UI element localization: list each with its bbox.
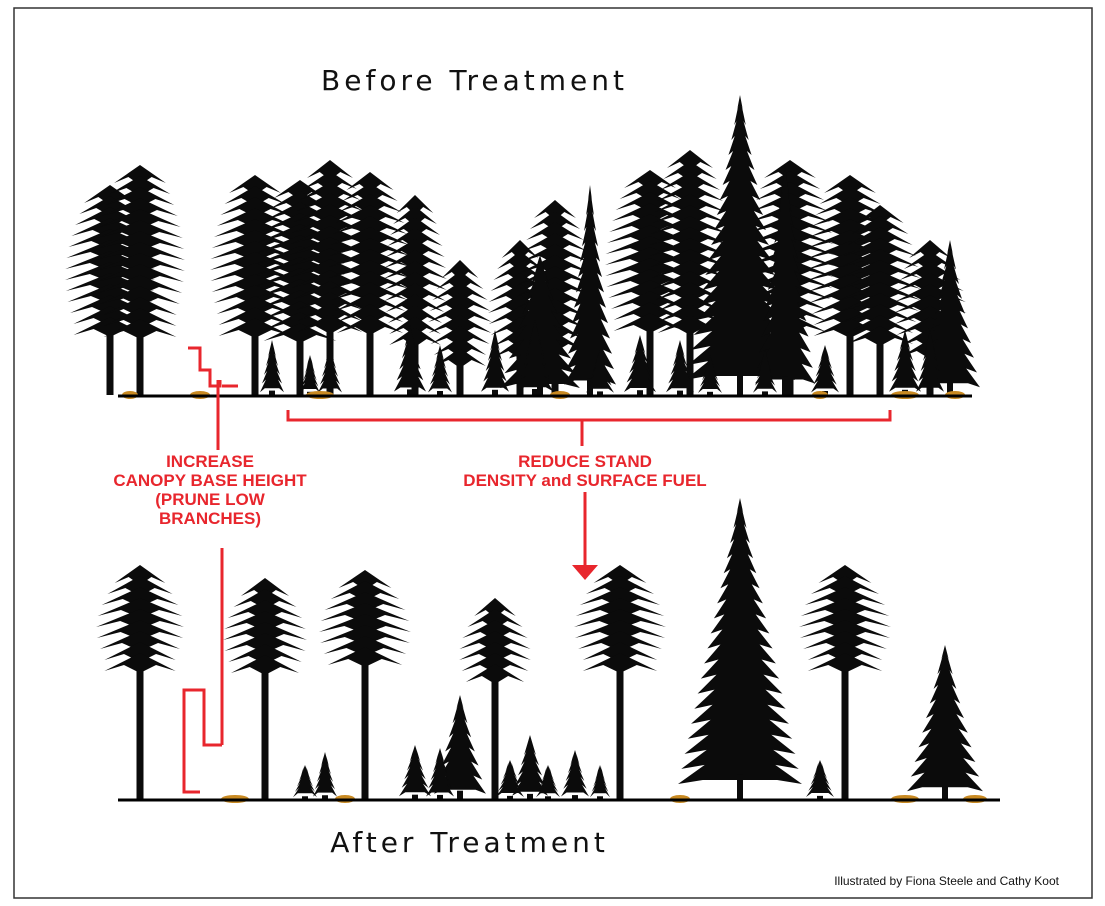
- canopy-label-line-1: INCREASE: [60, 452, 360, 471]
- after-sapling-0: [293, 765, 317, 799]
- canopy-label-line-4: BRANCHES): [60, 509, 360, 528]
- canopy-label-line-2: CANOPY BASE HEIGHT: [60, 471, 360, 490]
- after-pine-5: [799, 565, 891, 799]
- canopy-base-height-label: INCREASE CANOPY BASE HEIGHT (PRUNE LOW B…: [60, 452, 360, 528]
- density-bracket: [288, 410, 890, 420]
- after-sapling-10: [806, 760, 834, 799]
- after-sapling-2: [399, 745, 431, 799]
- after-pine-4: [574, 565, 666, 799]
- before-sapling-4: [428, 345, 452, 395]
- red-annotation-brackets: [184, 348, 890, 792]
- before-treatment-forest: [65, 95, 980, 399]
- density-arrowhead: [572, 565, 598, 580]
- before-treatment-title: Before Treatment: [0, 64, 1027, 97]
- before-sapling-2: [318, 345, 342, 395]
- canopy-label-line-3: (PRUNE LOW: [60, 490, 360, 509]
- after-sapling-9: [590, 765, 610, 799]
- after-pine-2: [319, 570, 411, 799]
- stand-label-line-1: REDUCE STAND: [390, 452, 780, 471]
- before-sapling-12: [811, 345, 839, 395]
- after-sapling-8: [561, 750, 589, 799]
- before-sapling-0: [260, 340, 284, 395]
- illustration-credit: Illustrated by Fiona Steele and Cathy Ko…: [834, 874, 1059, 888]
- after-treatment-title: After Treatment: [0, 826, 1022, 859]
- stand-label-line-2: DENSITY and SURFACE FUEL: [390, 471, 780, 490]
- after-pine-1: [223, 578, 307, 799]
- canopy-bracket-before: [188, 348, 220, 386]
- after-pine-0: [96, 565, 184, 799]
- stand-density-label: REDUCE STAND DENSITY and SURFACE FUEL: [390, 452, 780, 490]
- after-treatment-forest: [96, 498, 987, 803]
- before-fir-4: [564, 185, 616, 395]
- after-tall-fir: [678, 498, 802, 799]
- canopy-bracket-after: [184, 690, 222, 792]
- after-sapling-1: [313, 752, 337, 799]
- after-fir-2: [907, 645, 983, 799]
